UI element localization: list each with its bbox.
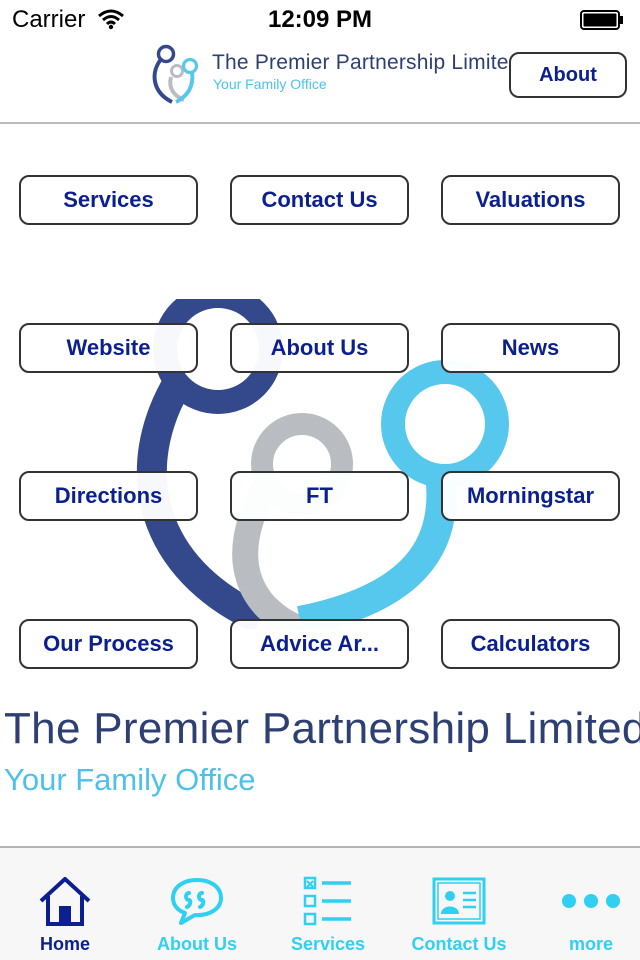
more-dots-icon bbox=[526, 874, 640, 928]
tab-contact-us[interactable]: Contact Us bbox=[394, 848, 524, 960]
battery-icon bbox=[580, 10, 623, 30]
checklist-icon bbox=[263, 874, 393, 928]
advice-areas-button[interactable]: Advice Ar... bbox=[230, 619, 409, 669]
status-bar: Carrier 12:09 PM bbox=[0, 0, 640, 40]
footer-brand-tagline: Your Family Office bbox=[4, 762, 256, 797]
home-icon bbox=[0, 874, 130, 928]
website-button[interactable]: Website bbox=[19, 323, 198, 373]
ft-button[interactable]: FT bbox=[230, 471, 409, 521]
contact-us-button[interactable]: Contact Us bbox=[230, 175, 409, 225]
tab-more-label: more bbox=[568, 934, 613, 954]
calculators-button[interactable]: Calculators bbox=[441, 619, 620, 669]
header-brand-name: The Premier Partnership Limited bbox=[212, 51, 521, 74]
tab-bar: Home About Us Services bbox=[0, 846, 640, 960]
tab-about-us-label: About Us bbox=[157, 934, 237, 954]
header-brand-tagline: Your Family Office bbox=[213, 76, 327, 92]
about-us-button[interactable]: About Us bbox=[230, 323, 409, 373]
valuations-button[interactable]: Valuations bbox=[441, 175, 620, 225]
wifi-icon bbox=[98, 9, 124, 30]
tab-home[interactable]: Home bbox=[0, 848, 130, 960]
tab-services-label: Services bbox=[290, 934, 366, 954]
news-button[interactable]: News bbox=[441, 323, 620, 373]
tab-contact-us-label: Contact Us bbox=[411, 934, 507, 954]
tab-home-label: Home bbox=[39, 934, 90, 954]
directions-button[interactable]: Directions bbox=[19, 471, 198, 521]
speech-bubble-icon bbox=[132, 874, 262, 928]
contact-card-icon bbox=[394, 874, 524, 928]
status-time: 12:09 PM bbox=[267, 6, 373, 33]
tab-about-us[interactable]: About Us bbox=[132, 848, 262, 960]
header: The Premier Partnership Limited Your Fam… bbox=[0, 40, 640, 124]
brand-logo-icon bbox=[152, 44, 199, 104]
carrier-label: Carrier bbox=[12, 6, 86, 33]
footer-brand-name: The Premier Partnership Limited bbox=[4, 704, 640, 753]
tab-services[interactable]: Services bbox=[263, 848, 393, 960]
services-button[interactable]: Services bbox=[19, 175, 198, 225]
tab-more[interactable]: more bbox=[526, 848, 640, 960]
morningstar-button[interactable]: Morningstar bbox=[441, 471, 620, 521]
about-button[interactable]: About bbox=[509, 52, 627, 98]
our-process-button[interactable]: Our Process bbox=[19, 619, 198, 669]
main-content: Services Contact Us Valuations Website A… bbox=[0, 124, 640, 846]
